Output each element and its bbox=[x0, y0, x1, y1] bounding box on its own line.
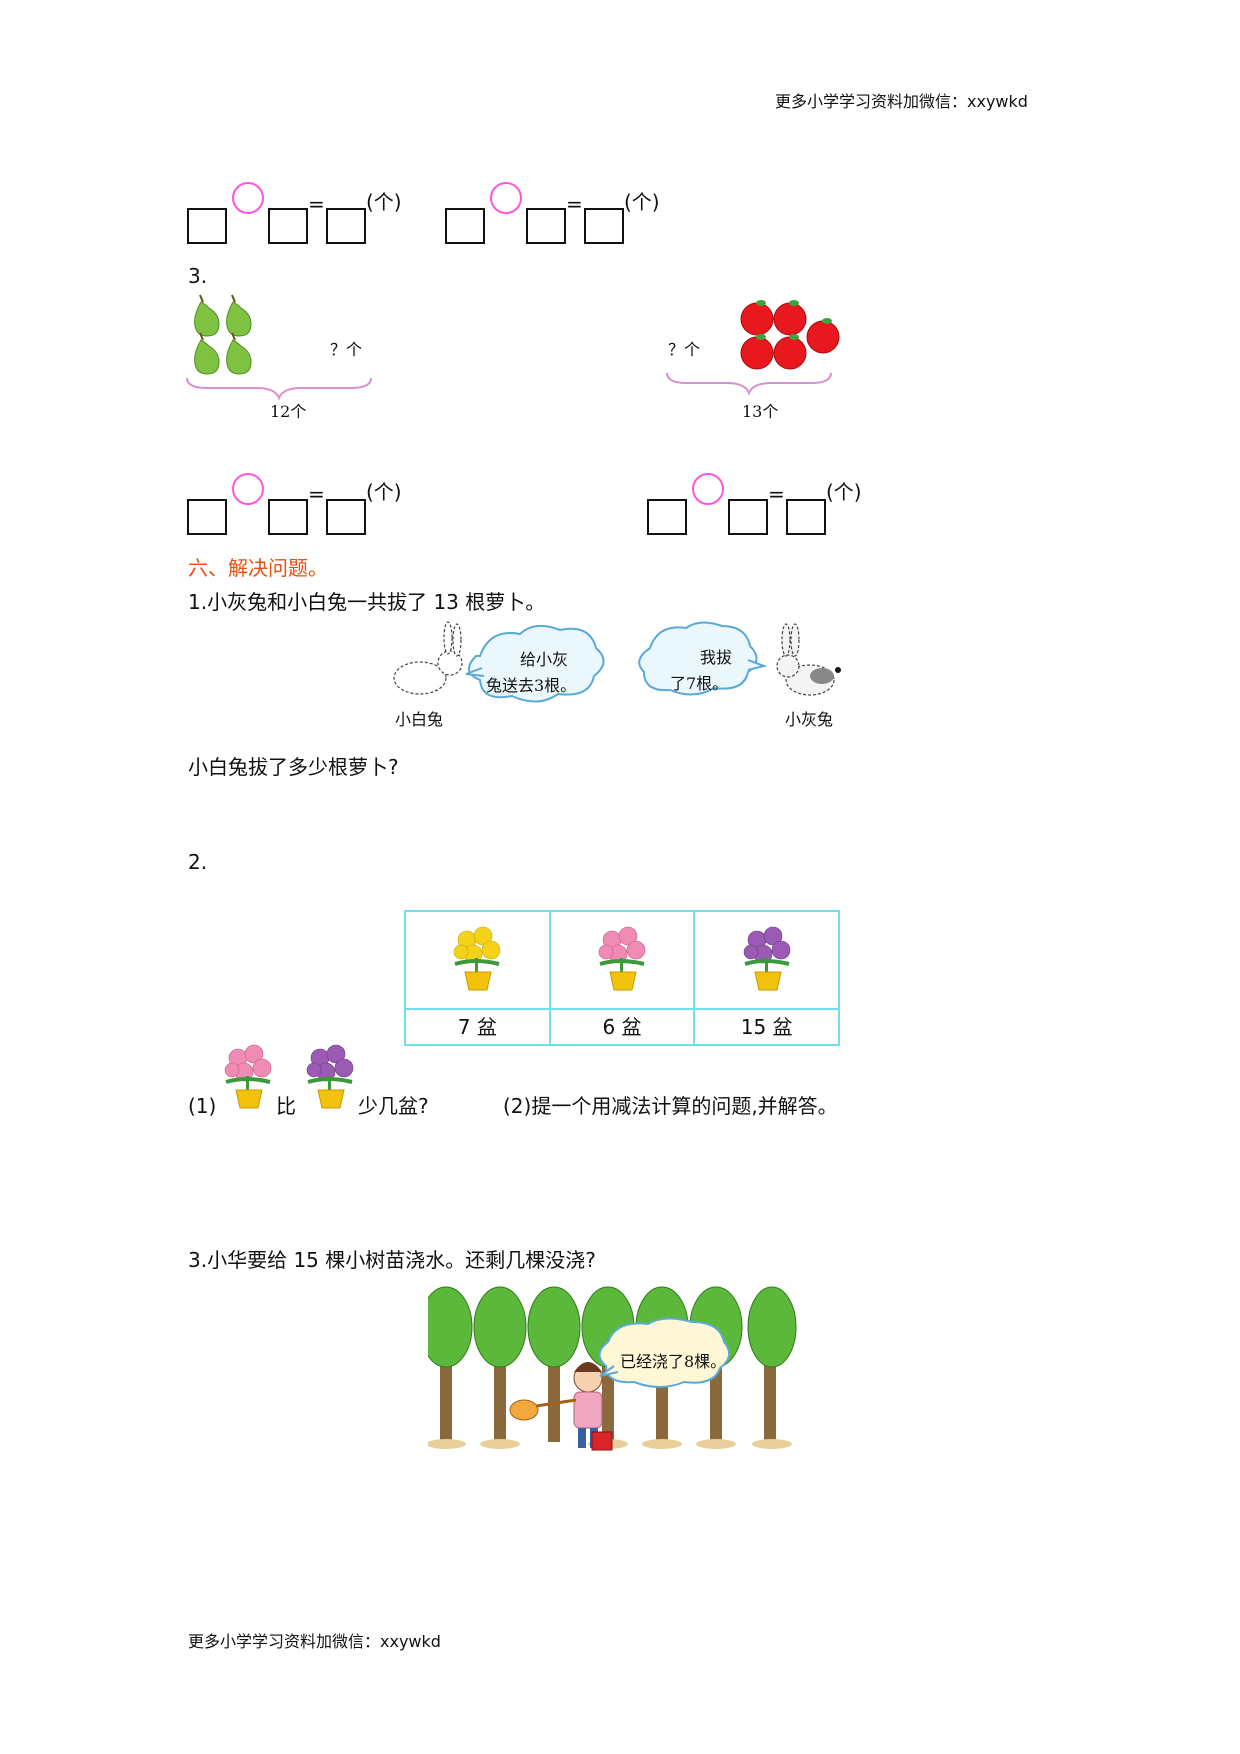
answer-box[interactable] bbox=[445, 208, 485, 244]
bubble-left-line2: 兔送去3根。 bbox=[486, 676, 577, 695]
white-rabbit-label: 小白兔 bbox=[395, 710, 444, 729]
question-count-label: ？个 bbox=[668, 340, 701, 359]
answer-box[interactable] bbox=[187, 499, 227, 535]
footer-watermark: 更多小学学习资料加微信：xxywkd bbox=[188, 1632, 441, 1651]
total-label: 13个 bbox=[742, 402, 779, 421]
answer-box[interactable] bbox=[728, 499, 768, 535]
yellow-flower-pot-icon bbox=[454, 926, 501, 991]
answer-box[interactable] bbox=[268, 499, 308, 535]
equals-sign: = bbox=[566, 192, 583, 216]
subquestion-2: (2)提一个用减法计算的问题,并解答。 bbox=[503, 1094, 838, 1118]
answer-box[interactable] bbox=[584, 208, 624, 244]
yellow-flower-cell bbox=[404, 910, 551, 1010]
rabbits-illustration bbox=[393, 621, 841, 703]
subquestion-1-tail: 少几盆? bbox=[358, 1094, 429, 1118]
answer-box[interactable] bbox=[647, 499, 687, 535]
answer-box[interactable] bbox=[268, 208, 308, 244]
unit-label: (个) bbox=[826, 480, 862, 504]
question-number: 3. bbox=[188, 264, 208, 288]
flower-count: 7 盆 bbox=[404, 1008, 551, 1046]
total-label: 12个 bbox=[270, 402, 307, 421]
answer-box[interactable] bbox=[786, 499, 826, 535]
bubble-left-line1: 给小灰 bbox=[520, 650, 569, 669]
answer-box[interactable] bbox=[326, 208, 366, 244]
problem-1-text: 1.小灰兔和小白兔一共拔了 13 根萝卜。 bbox=[188, 590, 546, 614]
problem-2-number: 2. bbox=[188, 850, 208, 874]
equals-sign: = bbox=[308, 192, 325, 216]
apples-figure bbox=[666, 300, 840, 396]
speech-bubble-text: 已经浇了8棵。 bbox=[620, 1352, 727, 1371]
purple-flower-cell bbox=[693, 910, 840, 1010]
unit-label: (个) bbox=[366, 480, 402, 504]
pink-flower-pot-icon bbox=[598, 926, 646, 991]
tree-icon bbox=[473, 1286, 527, 1442]
answer-box[interactable] bbox=[187, 208, 227, 244]
section-title: 六、解决问题。 bbox=[188, 556, 328, 580]
speech-bubble-right bbox=[638, 621, 768, 696]
operator-circle[interactable] bbox=[232, 473, 264, 505]
equals-sign: = bbox=[308, 482, 325, 506]
flower-count: 6 盆 bbox=[548, 1008, 696, 1046]
gray-rabbit-label: 小灰兔 bbox=[785, 710, 834, 729]
flower-count: 15 盆 bbox=[693, 1008, 840, 1046]
unit-label: (个) bbox=[366, 190, 402, 214]
tree-icon bbox=[527, 1286, 581, 1442]
tree-icon bbox=[747, 1286, 797, 1442]
purple-flower-pot-icon bbox=[743, 926, 790, 991]
child-watering-icon bbox=[509, 1362, 613, 1451]
answer-box[interactable] bbox=[526, 208, 566, 244]
pears-figure bbox=[186, 294, 372, 401]
tree-icon bbox=[428, 1286, 473, 1442]
operator-circle[interactable] bbox=[490, 182, 522, 214]
unit-label: (个) bbox=[624, 190, 660, 214]
problem-1-question: 小白兔拔了多少根萝卜? bbox=[188, 755, 399, 779]
speech-bubble-left bbox=[465, 624, 605, 703]
flower-table: 7 盆 6 盆 15 盆 bbox=[404, 910, 840, 1046]
bubble-right-line2: 了7根。 bbox=[670, 674, 729, 693]
gray-rabbit-icon bbox=[776, 623, 835, 696]
pink-flower-cell bbox=[548, 910, 696, 1010]
equals-sign: = bbox=[768, 482, 785, 506]
operator-circle[interactable] bbox=[692, 473, 724, 505]
question-count-label: ？个 bbox=[330, 340, 363, 359]
answer-box[interactable] bbox=[326, 499, 366, 535]
watering-trees-illustration bbox=[428, 1286, 797, 1451]
subquestion-1-compare-word: 比 bbox=[276, 1094, 296, 1118]
bubble-right-line1: 我拔 bbox=[700, 648, 733, 667]
speech-bubble bbox=[598, 1317, 731, 1388]
header-watermark: 更多小学学习资料加微信：xxywkd bbox=[775, 92, 1028, 111]
subquestion-1-number: (1) bbox=[188, 1094, 217, 1118]
problem-3-text: 3.小华要给 15 棵小树苗浇水。还剩几棵没浇? bbox=[188, 1248, 596, 1272]
pink-flower-pot-icon bbox=[224, 1044, 272, 1109]
operator-circle[interactable] bbox=[232, 182, 264, 214]
white-rabbit-icon bbox=[393, 621, 463, 695]
purple-flower-pot-icon bbox=[306, 1044, 354, 1109]
